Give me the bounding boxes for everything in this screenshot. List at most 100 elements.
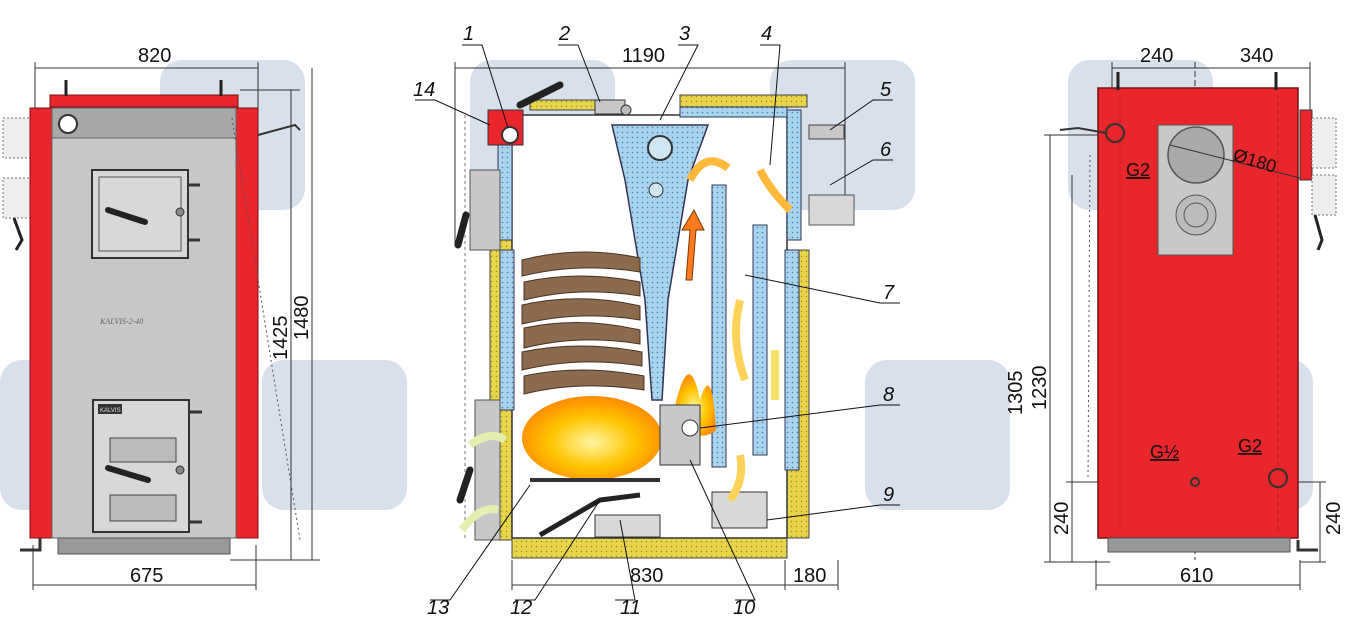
- callout-11: 11: [620, 597, 641, 619]
- watermark-logo: [865, 360, 1010, 510]
- dim-section-right: 180: [793, 565, 826, 587]
- side-handle: [1299, 109, 1313, 181]
- flue-outlet: [1167, 126, 1225, 184]
- thermometer-gauge: [58, 114, 78, 134]
- side-panel-right: [235, 107, 259, 539]
- air-regulator: [454, 81, 632, 251]
- dim-section-total-width: 1190: [622, 45, 665, 67]
- leader-line: [1169, 144, 1301, 179]
- callout-13: 13: [427, 597, 449, 619]
- dim-back-bottom-left: 240: [1051, 502, 1073, 535]
- drain-valve: [1296, 540, 1318, 552]
- dim-back-height-inlet: 1230: [1029, 366, 1051, 411]
- water-outlet-pipe: [808, 124, 845, 140]
- cleaning-hatch: [711, 491, 768, 529]
- air-flow-arrow: [458, 505, 500, 533]
- door-handle: [456, 466, 474, 504]
- heat-exchanger-tube: [752, 224, 768, 456]
- sensor-probe: [257, 123, 301, 136]
- door-handle: [105, 207, 148, 225]
- water-jacket-upper-right: [786, 109, 802, 241]
- door-knob: [175, 465, 185, 475]
- water-jacket-central-hopper: [611, 124, 710, 401]
- callout-12: 12: [510, 597, 532, 619]
- callout-9: 9: [883, 484, 894, 506]
- flow-outlet: [1105, 123, 1125, 143]
- air-nozzle: [648, 182, 664, 198]
- dim-back-top-right: 340: [1240, 45, 1273, 67]
- flow-arrow: [726, 454, 746, 503]
- callout-6: 6: [880, 139, 892, 161]
- ash-door: [109, 494, 177, 522]
- dim-back-height-outlet: 1305: [1005, 371, 1027, 416]
- secondary-air-inlet: [647, 135, 673, 161]
- insulation-top-right: [679, 94, 808, 108]
- air-fan-port: [1175, 194, 1217, 236]
- outlet-label: G2: [1126, 160, 1150, 180]
- inlet-label: G2: [1238, 436, 1262, 456]
- flow-arrow: [732, 299, 749, 382]
- front-view: 820 675 1425 1480: [2, 45, 320, 590]
- callout-14: 14: [413, 79, 435, 101]
- dim-back-top-left: 240: [1140, 45, 1173, 67]
- primary-air-port: [681, 419, 699, 437]
- ash-pan: [594, 514, 661, 538]
- callout-3: 3: [679, 23, 690, 45]
- brand-label: KALVIS: [100, 408, 121, 414]
- side-panel-left: [29, 107, 53, 539]
- firewood-stack: [521, 251, 645, 395]
- watermark-logo: [262, 360, 407, 510]
- back-view: 240 340 1305 1230 240 240 240 610: [1005, 45, 1345, 590]
- return-inlet: [1268, 468, 1288, 488]
- flow-arrow: [686, 157, 731, 182]
- flue-outlet: [808, 194, 855, 226]
- callout-leaders: [415, 44, 900, 601]
- callout-2: 2: [558, 23, 570, 45]
- side-pipe-fitting: [1311, 174, 1337, 216]
- air-fan-port-ring: [1183, 202, 1209, 228]
- air-flow-arrow: [467, 432, 508, 449]
- callout-5: 5: [880, 79, 892, 101]
- firing-door: [109, 437, 177, 463]
- sensor-probe: [1059, 126, 1107, 134]
- flow-arrow: [756, 168, 793, 213]
- callout-1: 1: [463, 23, 474, 45]
- cross-section-view: 1190 830 180: [413, 23, 900, 619]
- door-handle: [105, 465, 151, 483]
- dim-front-top-width: 820: [138, 45, 171, 67]
- hidden-line: [1087, 154, 1091, 481]
- fire-zone: [522, 396, 662, 480]
- callout-7: 7: [883, 282, 895, 304]
- drain-lever: [1313, 214, 1324, 251]
- model-label: KALVIS-2-40: [99, 317, 143, 326]
- callout-8: 8: [883, 384, 894, 406]
- heat-exchanger-tube: [711, 184, 727, 468]
- base-plinth: [1107, 537, 1291, 553]
- top-cover: [49, 94, 239, 108]
- side-pipe-fitting: [2, 117, 32, 251]
- door-knob: [175, 207, 185, 217]
- brand-badge: [98, 404, 122, 414]
- dim-front-height-inner: 1425: [270, 316, 292, 361]
- water-jacket-left: [499, 249, 515, 411]
- base-plinth: [57, 537, 231, 555]
- side-pipe-fitting: [1311, 117, 1337, 169]
- dim-section-body: 830: [630, 565, 663, 587]
- insulation-bottom: [511, 537, 788, 559]
- dim-back-bottom-width: 610: [1180, 565, 1213, 587]
- drain-label: G½: [1150, 442, 1179, 462]
- callout-10: 10: [733, 597, 755, 619]
- callout-4: 4: [761, 23, 772, 45]
- hidden-line: [231, 117, 301, 541]
- flow-arrow: [681, 208, 705, 281]
- loading-door: [91, 169, 189, 259]
- drain-valve: [20, 538, 42, 552]
- dim-front-height-outer: 1480: [291, 296, 313, 341]
- drain-port: [1190, 477, 1200, 487]
- water-jacket-right: [784, 249, 800, 471]
- dim-back-bottom-right: 240: [1323, 502, 1345, 535]
- lower-door-section: [474, 399, 501, 541]
- top-band: [51, 107, 237, 139]
- dim-front-bottom-width: 675: [130, 565, 163, 587]
